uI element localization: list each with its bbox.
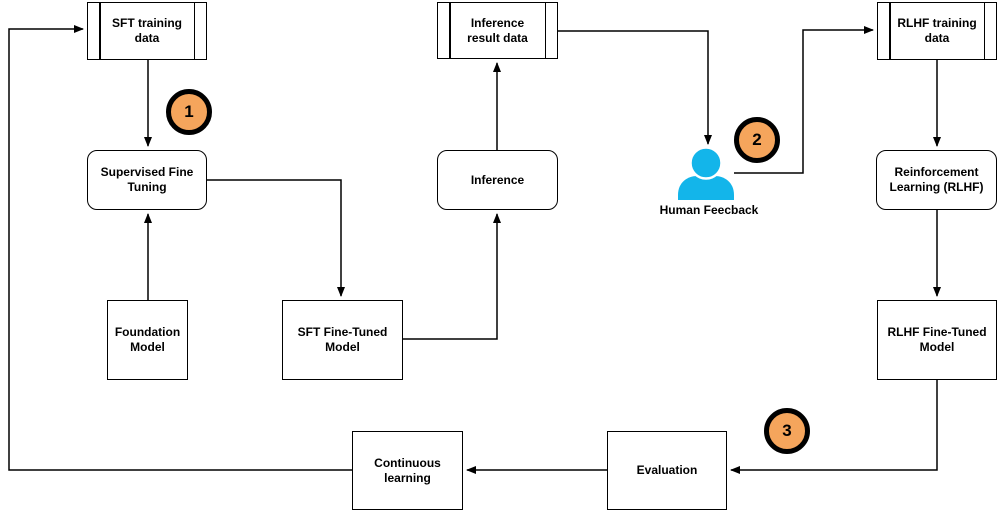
node-label: SFT Fine-Tuned Model <box>297 325 388 354</box>
node-label: Inference <box>470 172 525 187</box>
node-label: Inference result data <box>467 15 528 45</box>
node-inference-result-data[interactable]: Inference result data <box>437 2 558 59</box>
node-reinforcement-learning[interactable]: Reinforcement Learning (RLHF) <box>876 150 997 210</box>
step-number: 2 <box>752 130 762 149</box>
step-badge-2[interactable]: 2 <box>734 117 780 163</box>
datastore-right-line <box>193 3 195 59</box>
node-label: RLHF Fine-Tuned Model <box>887 325 987 354</box>
datastore-right-line <box>544 3 546 58</box>
node-label: Evaluation <box>636 463 698 477</box>
node-evaluation[interactable]: Evaluation <box>607 431 727 510</box>
node-inference[interactable]: Inference <box>437 150 558 210</box>
datastore-left-line <box>99 3 101 59</box>
edge-rlhf-fine-tuned-model-to-evaluation <box>730 380 938 474</box>
person-body-shape <box>678 176 734 200</box>
person-head-shape <box>689 146 723 180</box>
edge-continuous-learning-to-sft-training-data <box>8 25 352 471</box>
step-number: 3 <box>782 421 792 440</box>
datastore-right-line <box>983 3 985 59</box>
node-rlhf-training-data[interactable]: RLHF training data <box>877 2 997 60</box>
datastore-left-line <box>889 3 891 59</box>
node-sft-training-data[interactable]: SFT training data <box>87 2 207 60</box>
node-label: Supervised Fine Tuning <box>100 165 194 194</box>
node-continuous-learning[interactable]: Continuous learning <box>352 431 463 510</box>
node-rlhf-fine-tuned-model[interactable]: RLHF Fine-Tuned Model <box>877 300 997 380</box>
edge-inference-result-data-to-human-feedback <box>558 30 712 145</box>
step-badge-3[interactable]: 3 <box>764 408 810 454</box>
edge-human-feedback-to-rlhf-training-data <box>734 26 874 174</box>
human-feedback-icon[interactable] <box>676 146 736 202</box>
step-number: 1 <box>184 102 194 121</box>
human-feedback-label: Human Feecback <box>659 203 759 217</box>
node-sft-fine-tuned-model[interactable]: SFT Fine-Tuned Model <box>282 300 403 380</box>
node-label: RLHF training data <box>897 16 977 45</box>
edge-supervised-fine-tuning-to-sft-fine-tuned-model <box>207 179 345 297</box>
node-label: Foundation Model <box>114 325 181 354</box>
datastore-left-line <box>449 3 451 58</box>
node-label: Continuous learning <box>374 455 441 485</box>
node-label: Reinforcement Learning (RLHF) <box>889 165 984 194</box>
node-foundation-model[interactable]: Foundation Model <box>107 300 188 380</box>
node-label: SFT training data <box>112 16 182 45</box>
edge-sft-fine-tuned-model-to-inference <box>403 213 501 340</box>
node-supervised-fine-tuning[interactable]: Supervised Fine Tuning <box>87 150 207 210</box>
step-badge-1[interactable]: 1 <box>166 89 212 135</box>
